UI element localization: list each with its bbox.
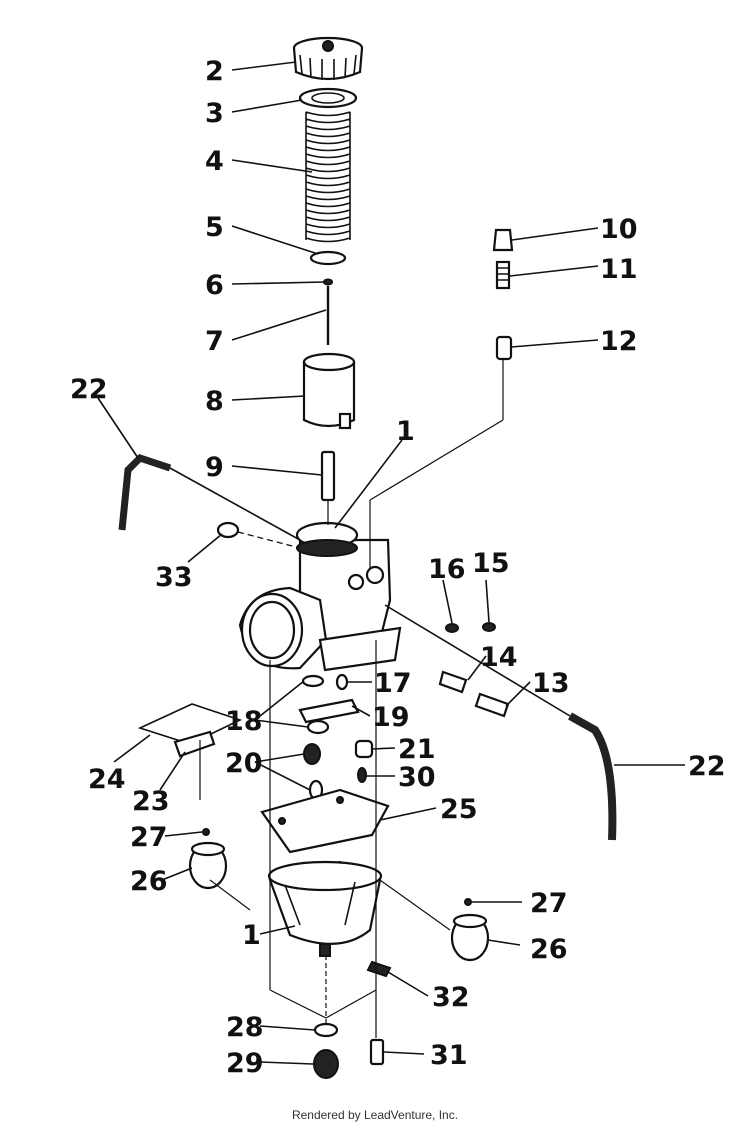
part-float-left [188, 828, 228, 890]
callout-25: 25 [440, 794, 478, 825]
callout-13: 13 [532, 668, 570, 699]
callout-21: 21 [398, 734, 436, 765]
part-cap [292, 36, 364, 81]
part-vent-hose-right [568, 712, 617, 841]
callout-1-top: 1 [396, 416, 415, 447]
part-pilot-screw [492, 228, 514, 361]
callout-30: 30 [398, 762, 436, 793]
callout-5: 5 [205, 212, 224, 243]
footer-credit: Rendered by LeadVenture, Inc. [291, 1108, 459, 1122]
part-throttle-slide [302, 352, 356, 430]
callout-31: 31 [430, 1040, 468, 1071]
callout-9: 9 [205, 452, 224, 483]
callout-1-bottom: 1 [242, 920, 261, 951]
callout-17: 17 [374, 668, 412, 699]
callout-2: 2 [205, 56, 224, 87]
callout-29: 29 [226, 1048, 264, 1079]
part-float-bowl-gasket [260, 788, 390, 854]
callout-24: 24 [88, 764, 126, 795]
callout-27-right: 27 [530, 888, 568, 919]
callout-8: 8 [205, 386, 224, 417]
part-washer-small [482, 622, 496, 632]
callout-18: 18 [225, 706, 263, 737]
part-screw [369, 1038, 385, 1066]
callout-6: 6 [205, 270, 224, 301]
callout-4: 4 [205, 146, 224, 177]
callout-22-right: 22 [688, 751, 726, 782]
part-air-screw [438, 670, 510, 718]
callout-12: 12 [600, 326, 638, 357]
part-drain-plug [313, 955, 339, 1079]
part-float-bowl [267, 860, 383, 957]
callout-32: 32 [432, 982, 470, 1013]
part-needle-jet [320, 450, 336, 502]
callout-16: 16 [428, 554, 466, 585]
part-clip [366, 960, 392, 978]
part-float-arm [137, 703, 243, 758]
callout-11: 11 [600, 254, 638, 285]
callout-14: 14 [480, 642, 518, 673]
callout-labels: 2 3 4 5 6 7 8 9 22 1 10 11 12 33 16 15 1… [70, 56, 726, 1079]
callout-15: 15 [472, 548, 510, 579]
callout-20: 20 [225, 748, 263, 779]
part-spring [305, 111, 351, 243]
part-carburetor-body [238, 521, 402, 672]
callout-26-right: 26 [530, 934, 568, 965]
callout-33: 33 [155, 562, 193, 593]
part-vent-hose-left [118, 453, 172, 531]
part-bolt [216, 521, 301, 549]
callout-7: 7 [205, 326, 224, 357]
callout-19: 19 [372, 702, 410, 733]
projection-lines [199, 360, 504, 1038]
callout-3: 3 [205, 98, 224, 129]
callout-22-left: 22 [70, 374, 108, 405]
callout-26-left: 26 [130, 866, 168, 897]
leader-lines [97, 61, 685, 1065]
callout-23: 23 [132, 786, 170, 817]
part-washer [298, 87, 358, 109]
part-float-right [450, 898, 490, 962]
callout-28: 28 [226, 1012, 264, 1043]
part-o-ring [445, 623, 459, 633]
part-float-valve-group [298, 673, 374, 801]
callout-27-left: 27 [130, 822, 168, 853]
callout-10: 10 [600, 214, 638, 245]
part-retainer [309, 250, 347, 286]
